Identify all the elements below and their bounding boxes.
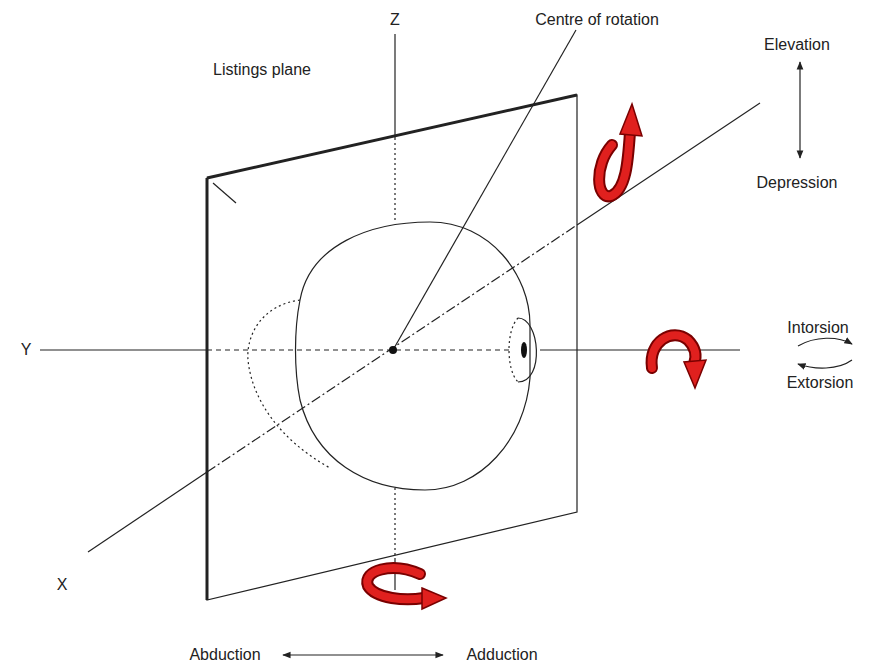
leader-line bbox=[213, 183, 236, 203]
x-axis bbox=[88, 472, 207, 552]
rotation-arrowhead bbox=[684, 360, 706, 388]
rotation-arrow bbox=[367, 568, 424, 599]
direction-label: Intorsion bbox=[787, 319, 848, 337]
axis-label: Y bbox=[21, 341, 32, 359]
abduction-arrow bbox=[283, 654, 443, 655]
axis-label: X bbox=[57, 576, 68, 594]
direction-label: Abduction bbox=[189, 646, 260, 664]
z-axis-hidden bbox=[394, 138, 395, 222]
y-axis bbox=[40, 349, 207, 350]
rotation-arrowhead bbox=[620, 104, 642, 136]
z-axis-hidden bbox=[394, 488, 395, 560]
rotation-arrowhead bbox=[422, 588, 446, 609]
eyeball bbox=[296, 222, 531, 490]
extorsion-arrow bbox=[798, 360, 852, 368]
cornea bbox=[518, 318, 536, 382]
eyeball-hidden bbox=[248, 300, 330, 468]
rotation-arrow bbox=[599, 132, 630, 196]
listings-plane bbox=[207, 95, 577, 600]
direction-label: Extorsion bbox=[787, 374, 854, 392]
y-axis bbox=[540, 349, 740, 350]
z-axis bbox=[394, 34, 395, 138]
elevation-arrow bbox=[799, 62, 800, 158]
x-axis bbox=[577, 103, 760, 225]
rotation-arrow bbox=[367, 568, 424, 599]
rotation-arrow bbox=[599, 132, 630, 196]
intorsion-arrow bbox=[798, 338, 852, 346]
pupil bbox=[521, 342, 527, 358]
direction-label: Elevation bbox=[764, 36, 830, 54]
direction-label: Depression bbox=[757, 174, 838, 192]
callout-label: Centre of rotation bbox=[535, 11, 659, 29]
centre-point bbox=[389, 346, 397, 354]
cornea-hidden bbox=[509, 318, 518, 382]
direction-label: Adduction bbox=[466, 646, 537, 664]
plane-top-edge bbox=[207, 95, 577, 178]
plane-left-edge bbox=[206, 178, 209, 600]
callout-label: Listings plane bbox=[213, 61, 311, 79]
axis-label: Z bbox=[390, 11, 400, 29]
